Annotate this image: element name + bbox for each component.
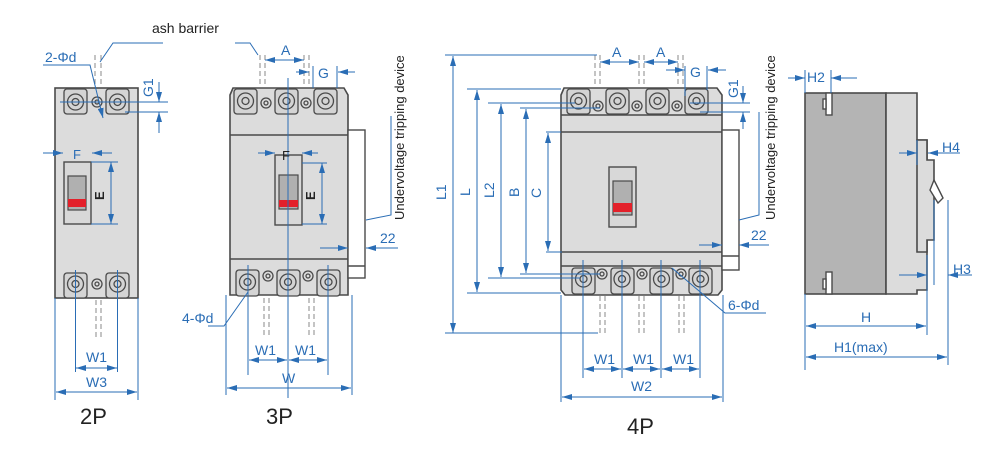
barrier-bottom-4p — [599, 296, 685, 335]
l2-label-4p: L2 — [481, 182, 497, 198]
barrier-bottom-3p — [263, 298, 315, 338]
view-side: H2 H4 H3 H H1(max) — [788, 69, 972, 370]
hole-leader-3p — [208, 291, 249, 327]
g1-label-2p: G1 — [140, 78, 156, 97]
side-base-dark — [804, 92, 887, 295]
view-2p: 2-Φd ash barrier G1 F E W1 W3 2P — [43, 20, 219, 429]
side-handle-block — [916, 139, 935, 253]
f-label-3p: F — [282, 148, 290, 163]
width-extensions-4p — [560, 260, 724, 402]
view-3p: A G F E Undervoltage tripping device 22 … — [182, 42, 407, 429]
b-label-4p: B — [506, 188, 522, 197]
w1c-label-4p: W1 — [673, 351, 694, 367]
w3-label-2p: W3 — [86, 374, 107, 390]
trip-indicator-4p — [613, 203, 632, 212]
breaker-body-4p — [560, 87, 723, 296]
mount-clip-bottom — [825, 271, 833, 295]
a2-label-4p: A — [656, 44, 666, 60]
h3-label: H3 — [953, 261, 971, 277]
view-title-4p: 4P — [627, 414, 654, 439]
uvt-leader-3p — [365, 116, 392, 221]
h1-label: H1(max) — [834, 339, 888, 355]
view-title-2p: 2P — [80, 404, 107, 429]
h4-label: H4 — [942, 139, 960, 155]
width-extensions-2p — [54, 270, 139, 400]
height-extensions-4p — [445, 54, 600, 334]
a1-label-4p: A — [612, 44, 622, 60]
barrier-label: ash barrier — [152, 20, 219, 36]
l1-label-4p: L1 — [433, 184, 449, 200]
w-label-3p: W — [282, 370, 296, 386]
barrier-bottom-2p — [95, 300, 102, 338]
g-label-4p: G — [690, 64, 701, 80]
hole-leader-2p — [43, 64, 104, 119]
width-extensions-3p — [225, 265, 353, 395]
barrier-top-4p — [594, 55, 684, 87]
w1-label-2p: W1 — [86, 349, 107, 365]
w2-label-4p: W2 — [631, 378, 652, 394]
w1b-label-3p: W1 — [295, 342, 316, 358]
uvt-label-4p: Undervoltage tripping device — [763, 55, 778, 220]
a-label-3p: A — [281, 42, 291, 58]
h2-label: H2 — [807, 69, 825, 85]
top-terminals-3p — [233, 88, 338, 115]
top-terminals-4p — [566, 88, 709, 115]
view-title-3p: 3P — [266, 404, 293, 429]
trip-indicator-2p — [68, 199, 86, 207]
uvt-leader-4p — [738, 112, 760, 221]
uvt-module-4p — [721, 129, 740, 271]
d22-label-3p: 22 — [380, 230, 396, 246]
uvt-module-3p — [347, 129, 366, 279]
d22-label-4p: 22 — [751, 227, 767, 243]
hole-leader-4p — [671, 267, 766, 314]
w1b-label-4p: W1 — [633, 351, 654, 367]
g-label-3p: G — [318, 65, 329, 81]
mount-clip-top — [825, 92, 833, 116]
f-label-2p: F — [73, 147, 81, 162]
w1a-label-3p: W1 — [255, 342, 276, 358]
barrier-top-2p — [94, 55, 102, 87]
l-label-4p: L — [457, 188, 473, 196]
h2-extensions — [804, 70, 832, 93]
barrier-top-3p — [259, 55, 310, 87]
barrier-leader-2p — [99, 42, 163, 63]
barrier-leader-3p — [235, 42, 259, 56]
e-label-2p: E — [92, 191, 107, 200]
e-label-3p: E — [303, 191, 318, 200]
depth-extensions — [804, 200, 949, 370]
g1-label-4p: G1 — [725, 79, 741, 98]
uvt-label-3p: Undervoltage tripping device — [392, 55, 407, 220]
c-label-4p: C — [528, 188, 544, 198]
hole-label-2p: 2-Φd — [45, 49, 76, 65]
hole-label-4p: 6-Φd — [728, 297, 759, 313]
w1a-label-4p: W1 — [594, 351, 615, 367]
side-handle-lever — [929, 178, 944, 205]
hole-label-3p: 4-Φd — [182, 310, 213, 326]
view-4p: A A G G1 L1 L L2 B C Undervoltage trippi… — [433, 44, 778, 439]
h-label: H — [861, 309, 871, 325]
